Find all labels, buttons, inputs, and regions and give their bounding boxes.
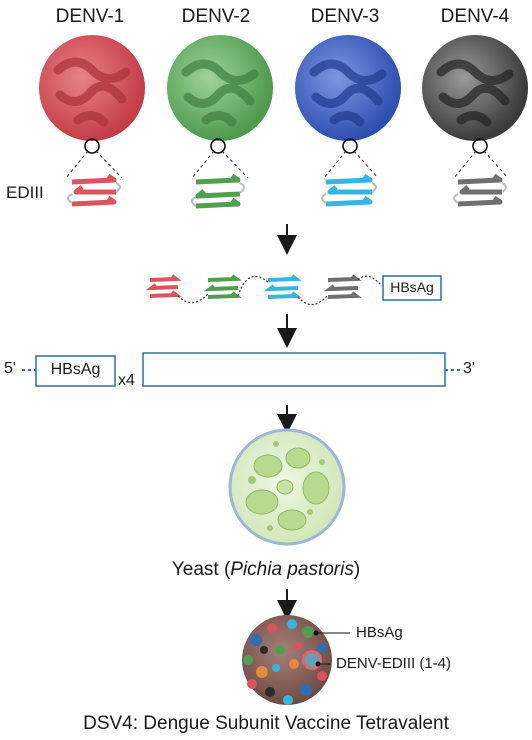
virion-denv4	[422, 35, 528, 154]
cassette-hbsag-label: HBsAg	[50, 361, 101, 378]
cassette-ediii-box	[142, 352, 446, 387]
np-hbsag-label: HBsAg	[356, 624, 403, 641]
np-ediii-label: DENV-EDIII (1-4)	[336, 655, 452, 672]
three-prime-label: 3'	[463, 360, 475, 377]
serotype-label-denv2: DENV-2	[181, 6, 251, 27]
virion-denv2	[167, 35, 273, 154]
virion-denv3	[295, 35, 401, 154]
serotype-label-denv1: DENV-1	[55, 6, 125, 27]
fusion-hbsag-label: HBsAg	[390, 279, 434, 295]
multiplier-label: x4	[118, 372, 135, 389]
final-caption: DSV4: Dengue Subunit Vaccine Tetravalent	[83, 713, 449, 734]
ediii-label: EDIII	[6, 183, 44, 202]
yeast-caption-suffix: )	[353, 559, 361, 580]
virion-denv1	[39, 35, 145, 154]
serotype-label-denv4: DENV-4	[440, 6, 510, 27]
yeast-species: Pichia pastoris	[230, 559, 354, 580]
ediii-domain-denv4	[453, 173, 507, 207]
yeast-culture-illustration	[228, 428, 346, 546]
cassette-hbsag-box	[35, 355, 116, 387]
hbsag-tag-box	[382, 275, 442, 301]
ediii-domain-denv3	[321, 173, 377, 207]
five-prime-label: 5'	[4, 360, 16, 377]
ediii-domain-denv1	[67, 173, 121, 207]
ediii-domain-denv2	[191, 173, 245, 209]
fusion-construct	[145, 274, 383, 306]
serotype-label-denv3: DENV-3	[310, 6, 380, 27]
vlp-nanoparticle	[242, 615, 332, 705]
yeast-caption: Yeast (Pichia pastoris)	[0, 559, 532, 581]
yeast-caption-prefix: Yeast (	[171, 559, 231, 580]
zoom-lines	[65, 150, 509, 179]
